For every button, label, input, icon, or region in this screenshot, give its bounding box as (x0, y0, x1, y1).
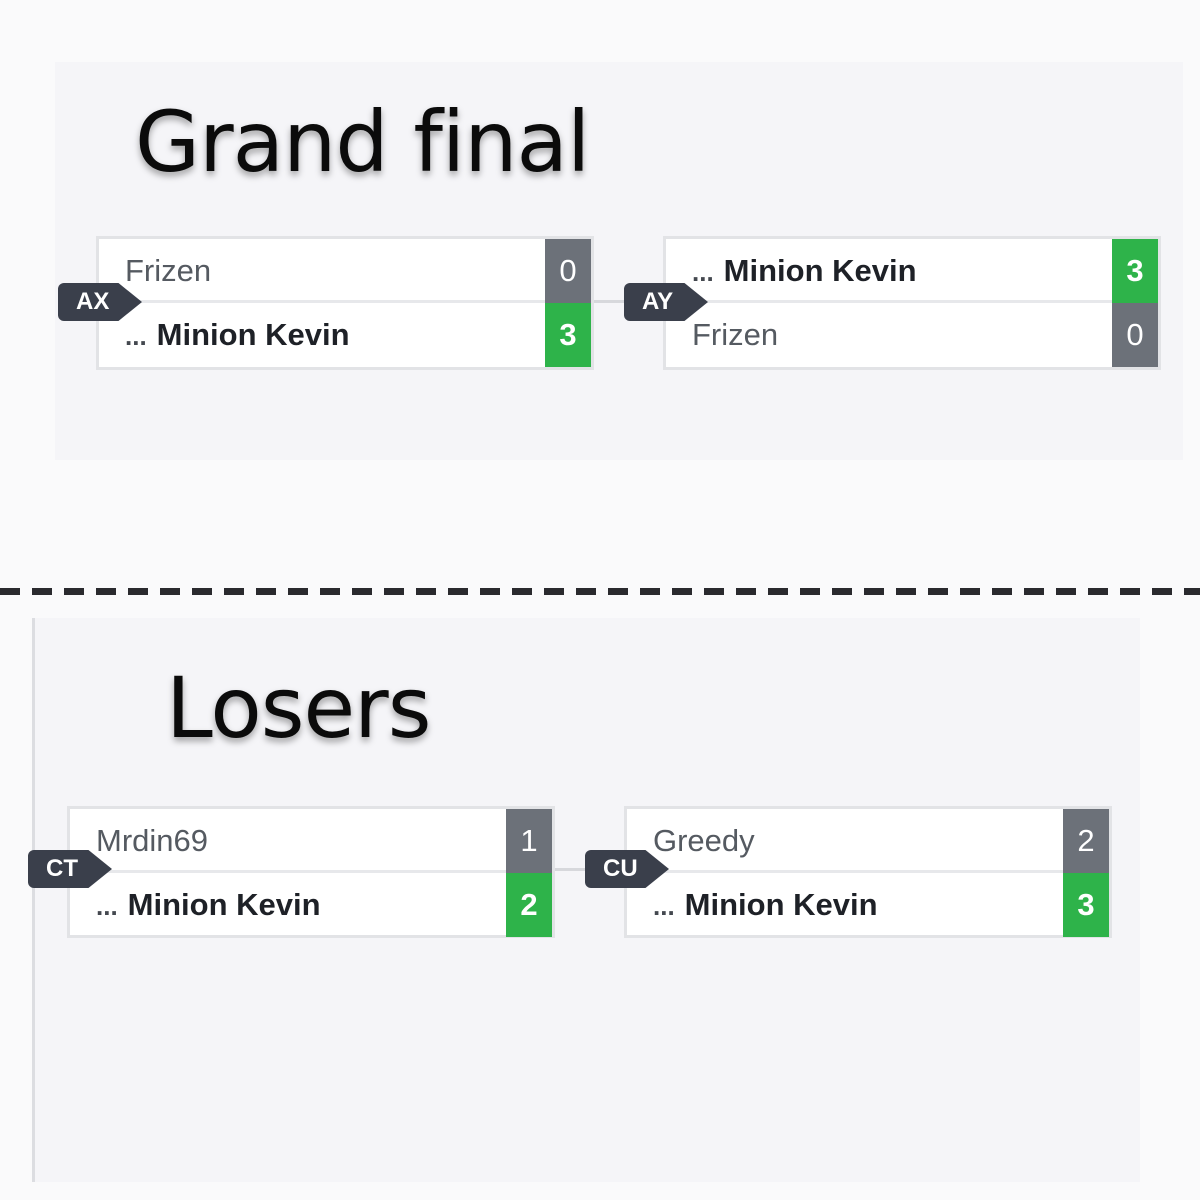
match-player-row[interactable]: Mrdin69 1 (70, 809, 552, 873)
match-tag-ay: AY (624, 283, 708, 321)
player-name-winner: ... Minion Kevin (125, 303, 350, 367)
player-name-winner: ... Minion Kevin (653, 873, 878, 937)
truncation-ellipsis: ... (653, 891, 675, 921)
match-ax[interactable]: Frizen 0 ... Minion Kevin 3 (96, 236, 594, 370)
player-name: Minion Kevin (723, 253, 917, 288)
player-score: 3 (1063, 873, 1109, 937)
grand-final-title: Grand final (135, 93, 590, 191)
truncation-ellipsis: ... (692, 257, 714, 287)
bracket-side-line (32, 618, 35, 1182)
match-player-row[interactable]: ... Minion Kevin 3 (627, 873, 1109, 938)
match-player-row[interactable]: ... Minion Kevin 2 (70, 873, 552, 938)
match-player-row[interactable]: Frizen 0 (666, 303, 1158, 368)
player-score: 0 (1112, 303, 1158, 367)
match-player-row[interactable]: Greedy 2 (627, 809, 1109, 873)
player-name: Minion Kevin (156, 317, 350, 352)
player-name: Frizen (125, 253, 212, 288)
match-player-row[interactable]: ... Minion Kevin 3 (99, 303, 591, 368)
player-score: 1 (506, 809, 552, 873)
player-score: 2 (506, 873, 552, 937)
match-ct[interactable]: Mrdin69 1 ... Minion Kevin 2 (67, 806, 555, 938)
match-cu[interactable]: Greedy 2 ... Minion Kevin 3 (624, 806, 1112, 938)
truncation-ellipsis: ... (96, 891, 118, 921)
player-name: Greedy (653, 823, 755, 858)
player-score: 3 (545, 303, 591, 367)
truncation-ellipsis: ... (125, 321, 147, 351)
section-divider (0, 588, 1200, 595)
player-score: 3 (1112, 239, 1158, 303)
match-player-row[interactable]: ... Minion Kevin 3 (666, 239, 1158, 303)
player-name: Minion Kevin (127, 887, 321, 922)
match-ay[interactable]: ... Minion Kevin 3 Frizen 0 (663, 236, 1161, 370)
losers-title: Losers (166, 659, 431, 757)
player-name-winner: ... Minion Kevin (692, 239, 917, 303)
player-name-winner: ... Minion Kevin (96, 873, 321, 937)
player-score: 2 (1063, 809, 1109, 873)
player-name: Frizen (692, 317, 779, 352)
player-name: Minion Kevin (684, 887, 878, 922)
player-score: 0 (545, 239, 591, 303)
match-player-row[interactable]: Frizen 0 (99, 239, 591, 303)
player-name: Mrdin69 (96, 823, 208, 858)
